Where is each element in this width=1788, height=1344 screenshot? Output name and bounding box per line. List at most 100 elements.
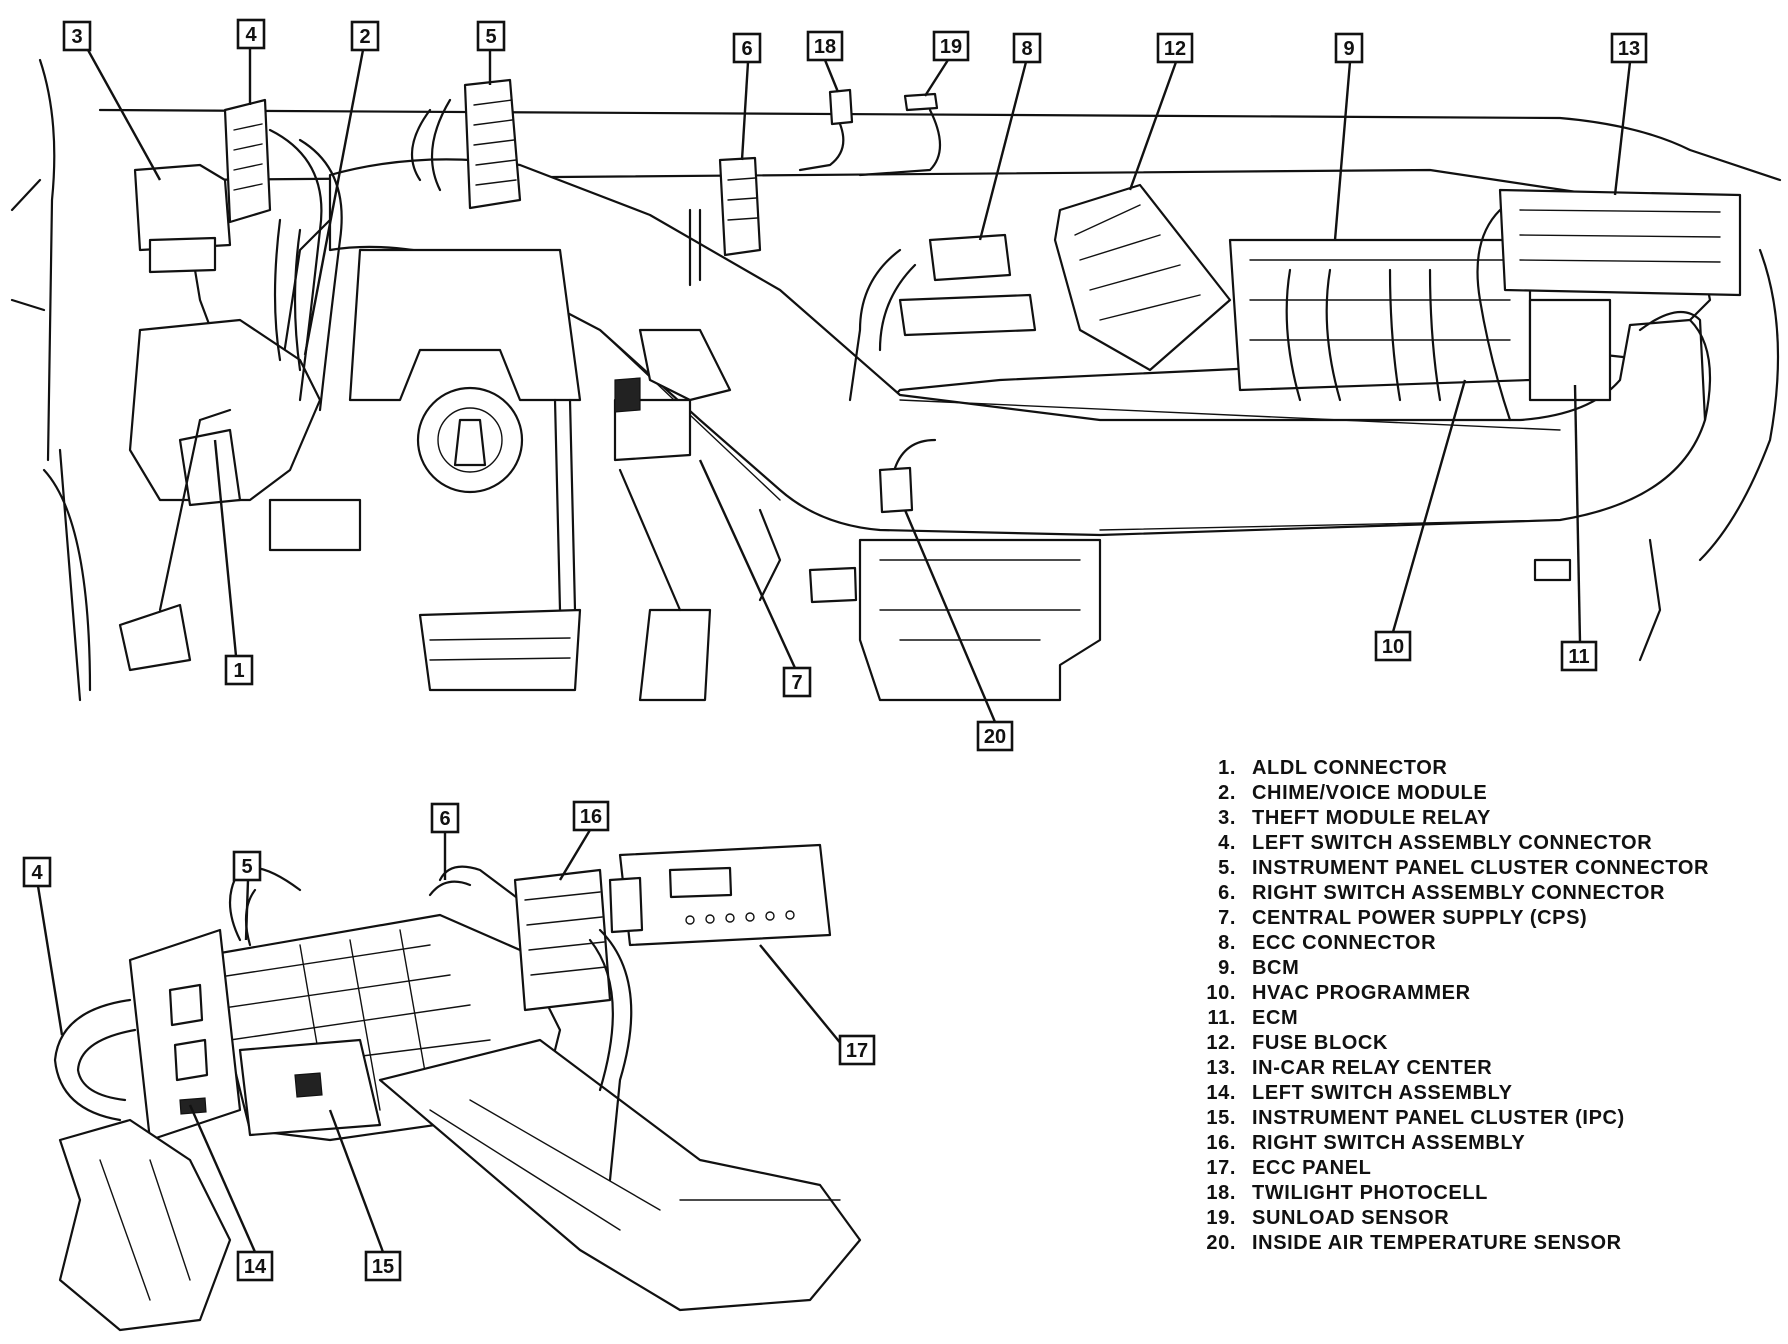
callout-19: 19 <box>932 30 970 62</box>
legend-number: 10. <box>1206 982 1236 1004</box>
callout-16-lower: 16 <box>572 800 610 832</box>
callout-5: 5 <box>476 20 506 52</box>
legend-item: 9. BCM <box>1188 956 1748 981</box>
callout-4-lower: 4 <box>22 856 52 888</box>
callout-4: 4 <box>236 18 266 50</box>
legend-item: 18.TWILIGHT PHOTOCELL <box>1188 1181 1748 1206</box>
legend-number: 15. <box>1206 1107 1236 1129</box>
legend-number: 6. <box>1218 882 1236 904</box>
legend-number: 5. <box>1218 857 1236 879</box>
legend-item: 12. FUSE BLOCK <box>1188 1031 1748 1056</box>
legend-item: 11. ECM <box>1188 1006 1748 1031</box>
callout-6: 6 <box>732 32 762 64</box>
legend-label: SUNLOAD SENSOR <box>1252 1207 1450 1229</box>
legend-label: BCM <box>1252 957 1300 979</box>
callout-3: 3 <box>62 20 92 52</box>
svg-text:9: 9 <box>1343 38 1354 60</box>
legend-item: 16. RIGHT SWITCH ASSEMBLY <box>1188 1131 1748 1156</box>
legend-number: 4. <box>1218 832 1236 854</box>
svg-text:2: 2 <box>359 26 370 48</box>
lower-cluster-view <box>53 843 862 1332</box>
callout-6-lower: 6 <box>430 802 460 834</box>
callout-10: 10 <box>1374 630 1412 662</box>
svg-text:12: 12 <box>1164 38 1186 60</box>
svg-text:4: 4 <box>245 24 257 46</box>
svg-text:20: 20 <box>984 726 1006 748</box>
legend-label: LEFT SWITCH ASSEMBLY <box>1252 1082 1513 1104</box>
svg-text:6: 6 <box>741 38 752 60</box>
svg-text:11: 11 <box>1568 646 1589 668</box>
legend-item: 20. INSIDE AIR TEMPERATURE SENSOR <box>1188 1231 1748 1256</box>
legend-item: 10. HVAC PROGRAMMER <box>1188 981 1748 1006</box>
svg-text:7: 7 <box>791 672 802 694</box>
legend-label: ECC CONNECTOR <box>1252 932 1437 954</box>
callout-2: 2 <box>350 20 380 52</box>
callout-5-lower: 5 <box>232 850 262 882</box>
legend-label: INSTRUMENT PANEL CLUSTER (IPC) <box>1252 1107 1625 1129</box>
legend-number: 3. <box>1218 807 1236 829</box>
legend-item: 6. RIGHT SWITCH ASSEMBLY CONNECTOR <box>1188 881 1748 906</box>
legend-item: 3. THEFT MODULE RELAY <box>1188 806 1748 831</box>
svg-text:19: 19 <box>940 36 962 58</box>
svg-text:15: 15 <box>372 1256 394 1278</box>
legend-number: 16. <box>1206 1132 1236 1154</box>
legend-number: 9. <box>1218 957 1236 979</box>
legend-label: INSTRUMENT PANEL CLUSTER CONNECTOR <box>1252 857 1710 879</box>
legend-item: 19. SUNLOAD SENSOR <box>1188 1206 1748 1231</box>
callout-8: 8 <box>1012 32 1042 64</box>
legend-label: IN-CAR RELAY CENTER <box>1252 1057 1493 1079</box>
legend-item: 5. INSTRUMENT PANEL CLUSTER CONNECTOR <box>1188 856 1748 881</box>
svg-text:4: 4 <box>31 862 43 884</box>
callout-20: 20 <box>976 720 1014 752</box>
upper-dashboard-view <box>10 58 1782 702</box>
svg-text:8: 8 <box>1021 38 1032 60</box>
callout-9: 9 <box>1334 32 1364 64</box>
legend-number: 8. <box>1218 932 1236 954</box>
legend-item: 8. ECC CONNECTOR <box>1188 931 1748 956</box>
legend-number: 1. <box>1218 757 1236 779</box>
callout-15-lower: 15 <box>364 1250 402 1282</box>
legend-label: ECM <box>1252 1007 1299 1029</box>
legend-item: 17. ECC PANEL <box>1188 1156 1748 1181</box>
leader-lines <box>36 48 1632 1253</box>
svg-text:18: 18 <box>814 36 836 58</box>
legend-number: 14. <box>1206 1082 1236 1104</box>
svg-text:5: 5 <box>485 26 496 48</box>
callout-1: 1 <box>224 654 254 686</box>
legend-label: RIGHT SWITCH ASSEMBLY CONNECTOR <box>1252 882 1666 904</box>
legend-number: 19. <box>1206 1207 1236 1229</box>
legend-item: 4.LEFT SWITCH ASSEMBLY CONNECTOR <box>1188 831 1748 856</box>
legend-label: ECC PANEL <box>1252 1157 1372 1179</box>
callout-18: 18 <box>806 30 844 62</box>
legend-number: 18. <box>1206 1182 1236 1204</box>
legend-number: 12. <box>1206 1032 1236 1054</box>
legend-item: 14. LEFT SWITCH ASSEMBLY <box>1188 1081 1748 1106</box>
legend-label: CHIME/VOICE MODULE <box>1252 782 1488 804</box>
legend-number: 17. <box>1206 1157 1236 1179</box>
legend-label: FUSE BLOCK <box>1252 1032 1388 1054</box>
legend-number: 7. <box>1218 907 1236 929</box>
callout-7: 7 <box>782 666 812 698</box>
svg-text:10: 10 <box>1382 636 1404 658</box>
legend-number: 11. <box>1207 1007 1236 1029</box>
legend-label: CENTRAL POWER SUPPLY (CPS) <box>1252 907 1588 929</box>
legend-item: 15. INSTRUMENT PANEL CLUSTER (IPC) <box>1188 1106 1748 1131</box>
legend-item: 2. CHIME/VOICE MODULE <box>1188 781 1748 806</box>
svg-text:17: 17 <box>846 1040 868 1062</box>
legend-item: 13. IN-CAR RELAY CENTER <box>1188 1056 1748 1081</box>
svg-text:16: 16 <box>580 806 602 828</box>
svg-text:1: 1 <box>233 660 244 682</box>
legend-number: 13. <box>1206 1057 1236 1079</box>
legend-label: THEFT MODULE RELAY <box>1252 807 1491 829</box>
legend-number: 2. <box>1218 782 1236 804</box>
legend-label: HVAC PROGRAMMER <box>1252 982 1471 1004</box>
callout-13: 13 <box>1610 32 1648 64</box>
legend-item: 7. CENTRAL POWER SUPPLY (CPS) <box>1188 906 1748 931</box>
legend-number: 20. <box>1206 1232 1236 1254</box>
legend-label: INSIDE AIR TEMPERATURE SENSOR <box>1252 1232 1622 1254</box>
svg-text:5: 5 <box>241 856 252 878</box>
legend-item: 1.ALDL CONNECTOR <box>1188 756 1748 781</box>
legend-label: RIGHT SWITCH ASSEMBLY <box>1252 1132 1526 1154</box>
